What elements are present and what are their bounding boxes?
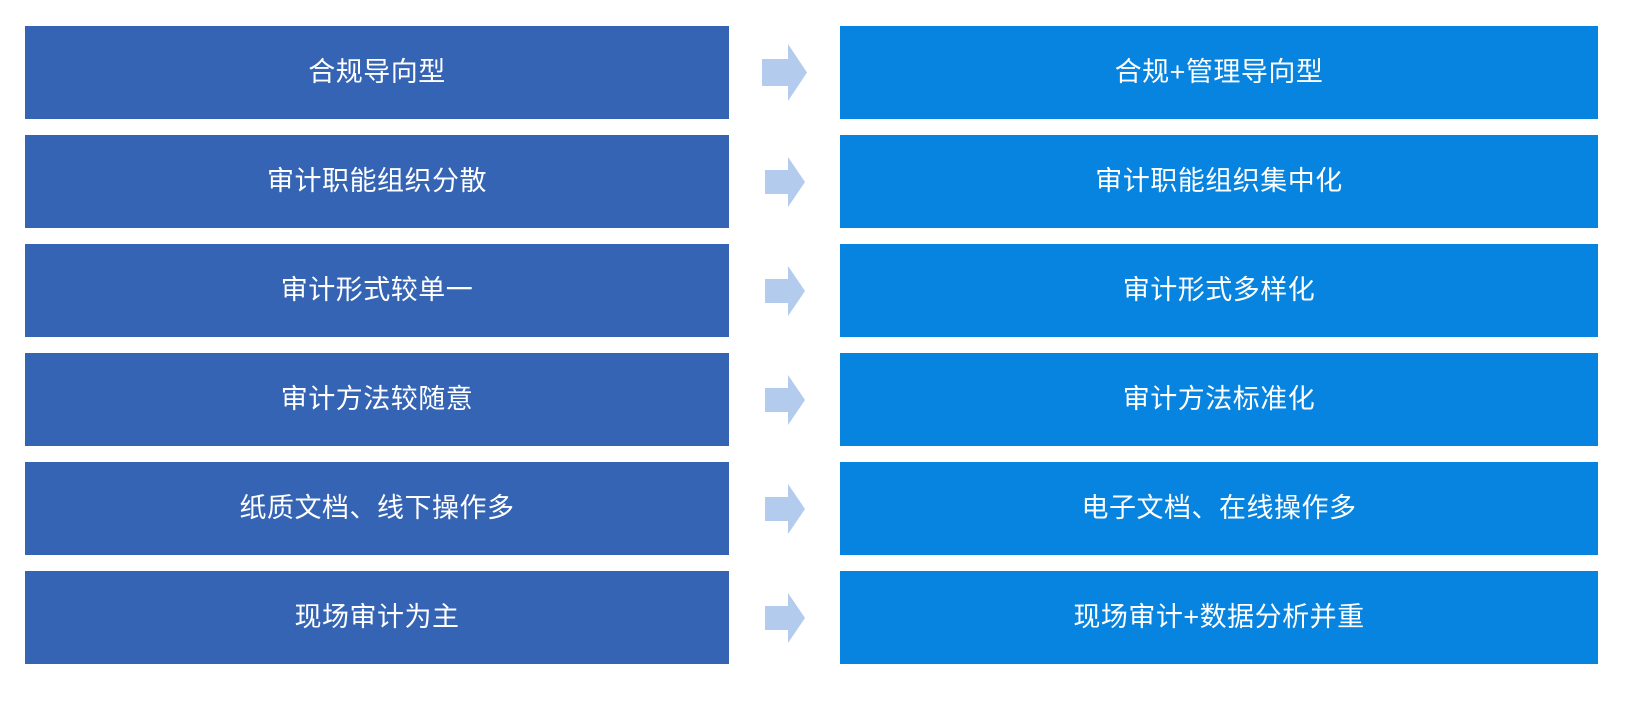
transition-arrow-6 — [729, 571, 840, 664]
comparison-row: 审计形式较单一 审计形式多样化 — [0, 244, 1630, 337]
right-state-label-6: 现场审计+数据分析并重 — [1073, 602, 1365, 632]
left-state-label-2: 审计职能组织分散 — [267, 166, 487, 196]
arrow-right-icon — [764, 156, 805, 207]
arrow-right-icon — [764, 592, 805, 643]
left-state-label-1: 合规导向型 — [308, 57, 446, 87]
right-state-box-6[interactable]: 现场审计+数据分析并重 — [840, 571, 1598, 664]
transition-arrow-2 — [729, 135, 840, 228]
right-state-box-5[interactable]: 电子文档、在线操作多 — [840, 462, 1598, 555]
transition-arrow-3 — [729, 244, 840, 337]
arrow-right-icon — [764, 483, 805, 534]
transition-arrow-4 — [729, 353, 840, 446]
comparison-row: 现场审计为主 现场审计+数据分析并重 — [0, 571, 1630, 664]
right-state-label-5: 电子文档、在线操作多 — [1081, 493, 1357, 523]
arrow-right-icon — [762, 44, 807, 101]
left-state-box-5[interactable]: 纸质文档、线下操作多 — [25, 462, 729, 555]
left-state-label-5: 纸质文档、线下操作多 — [239, 493, 515, 523]
comparison-row: 审计方法较随意 审计方法标准化 — [0, 353, 1630, 446]
right-state-label-3: 审计形式多样化 — [1122, 275, 1316, 305]
left-state-box-3[interactable]: 审计形式较单一 — [25, 244, 729, 337]
arrow-right-icon — [764, 374, 805, 425]
right-state-label-1: 合规+管理导向型 — [1114, 57, 1324, 87]
left-state-box-6[interactable]: 现场审计为主 — [25, 571, 729, 664]
transition-arrow-5 — [729, 462, 840, 555]
transition-arrow-1 — [729, 26, 840, 119]
right-state-box-2[interactable]: 审计职能组织集中化 — [840, 135, 1598, 228]
right-state-box-4[interactable]: 审计方法标准化 — [840, 353, 1598, 446]
left-state-box-1[interactable]: 合规导向型 — [25, 26, 729, 119]
right-state-box-1[interactable]: 合规+管理导向型 — [840, 26, 1598, 119]
comparison-row: 纸质文档、线下操作多 电子文档、在线操作多 — [0, 462, 1630, 555]
left-state-box-4[interactable]: 审计方法较随意 — [25, 353, 729, 446]
comparison-row: 审计职能组织分散 审计职能组织集中化 — [0, 135, 1630, 228]
arrow-right-icon — [764, 265, 805, 316]
right-state-label-4: 审计方法标准化 — [1122, 384, 1316, 414]
right-state-label-2: 审计职能组织集中化 — [1095, 166, 1343, 196]
left-state-label-3: 审计形式较单一 — [280, 275, 474, 305]
comparison-row: 合规导向型 合规+管理导向型 — [0, 26, 1630, 119]
left-state-label-6: 现场审计为主 — [294, 602, 460, 632]
right-state-box-3[interactable]: 审计形式多样化 — [840, 244, 1598, 337]
left-state-box-2[interactable]: 审计职能组织分散 — [25, 135, 729, 228]
left-state-label-4: 审计方法较随意 — [280, 384, 474, 414]
